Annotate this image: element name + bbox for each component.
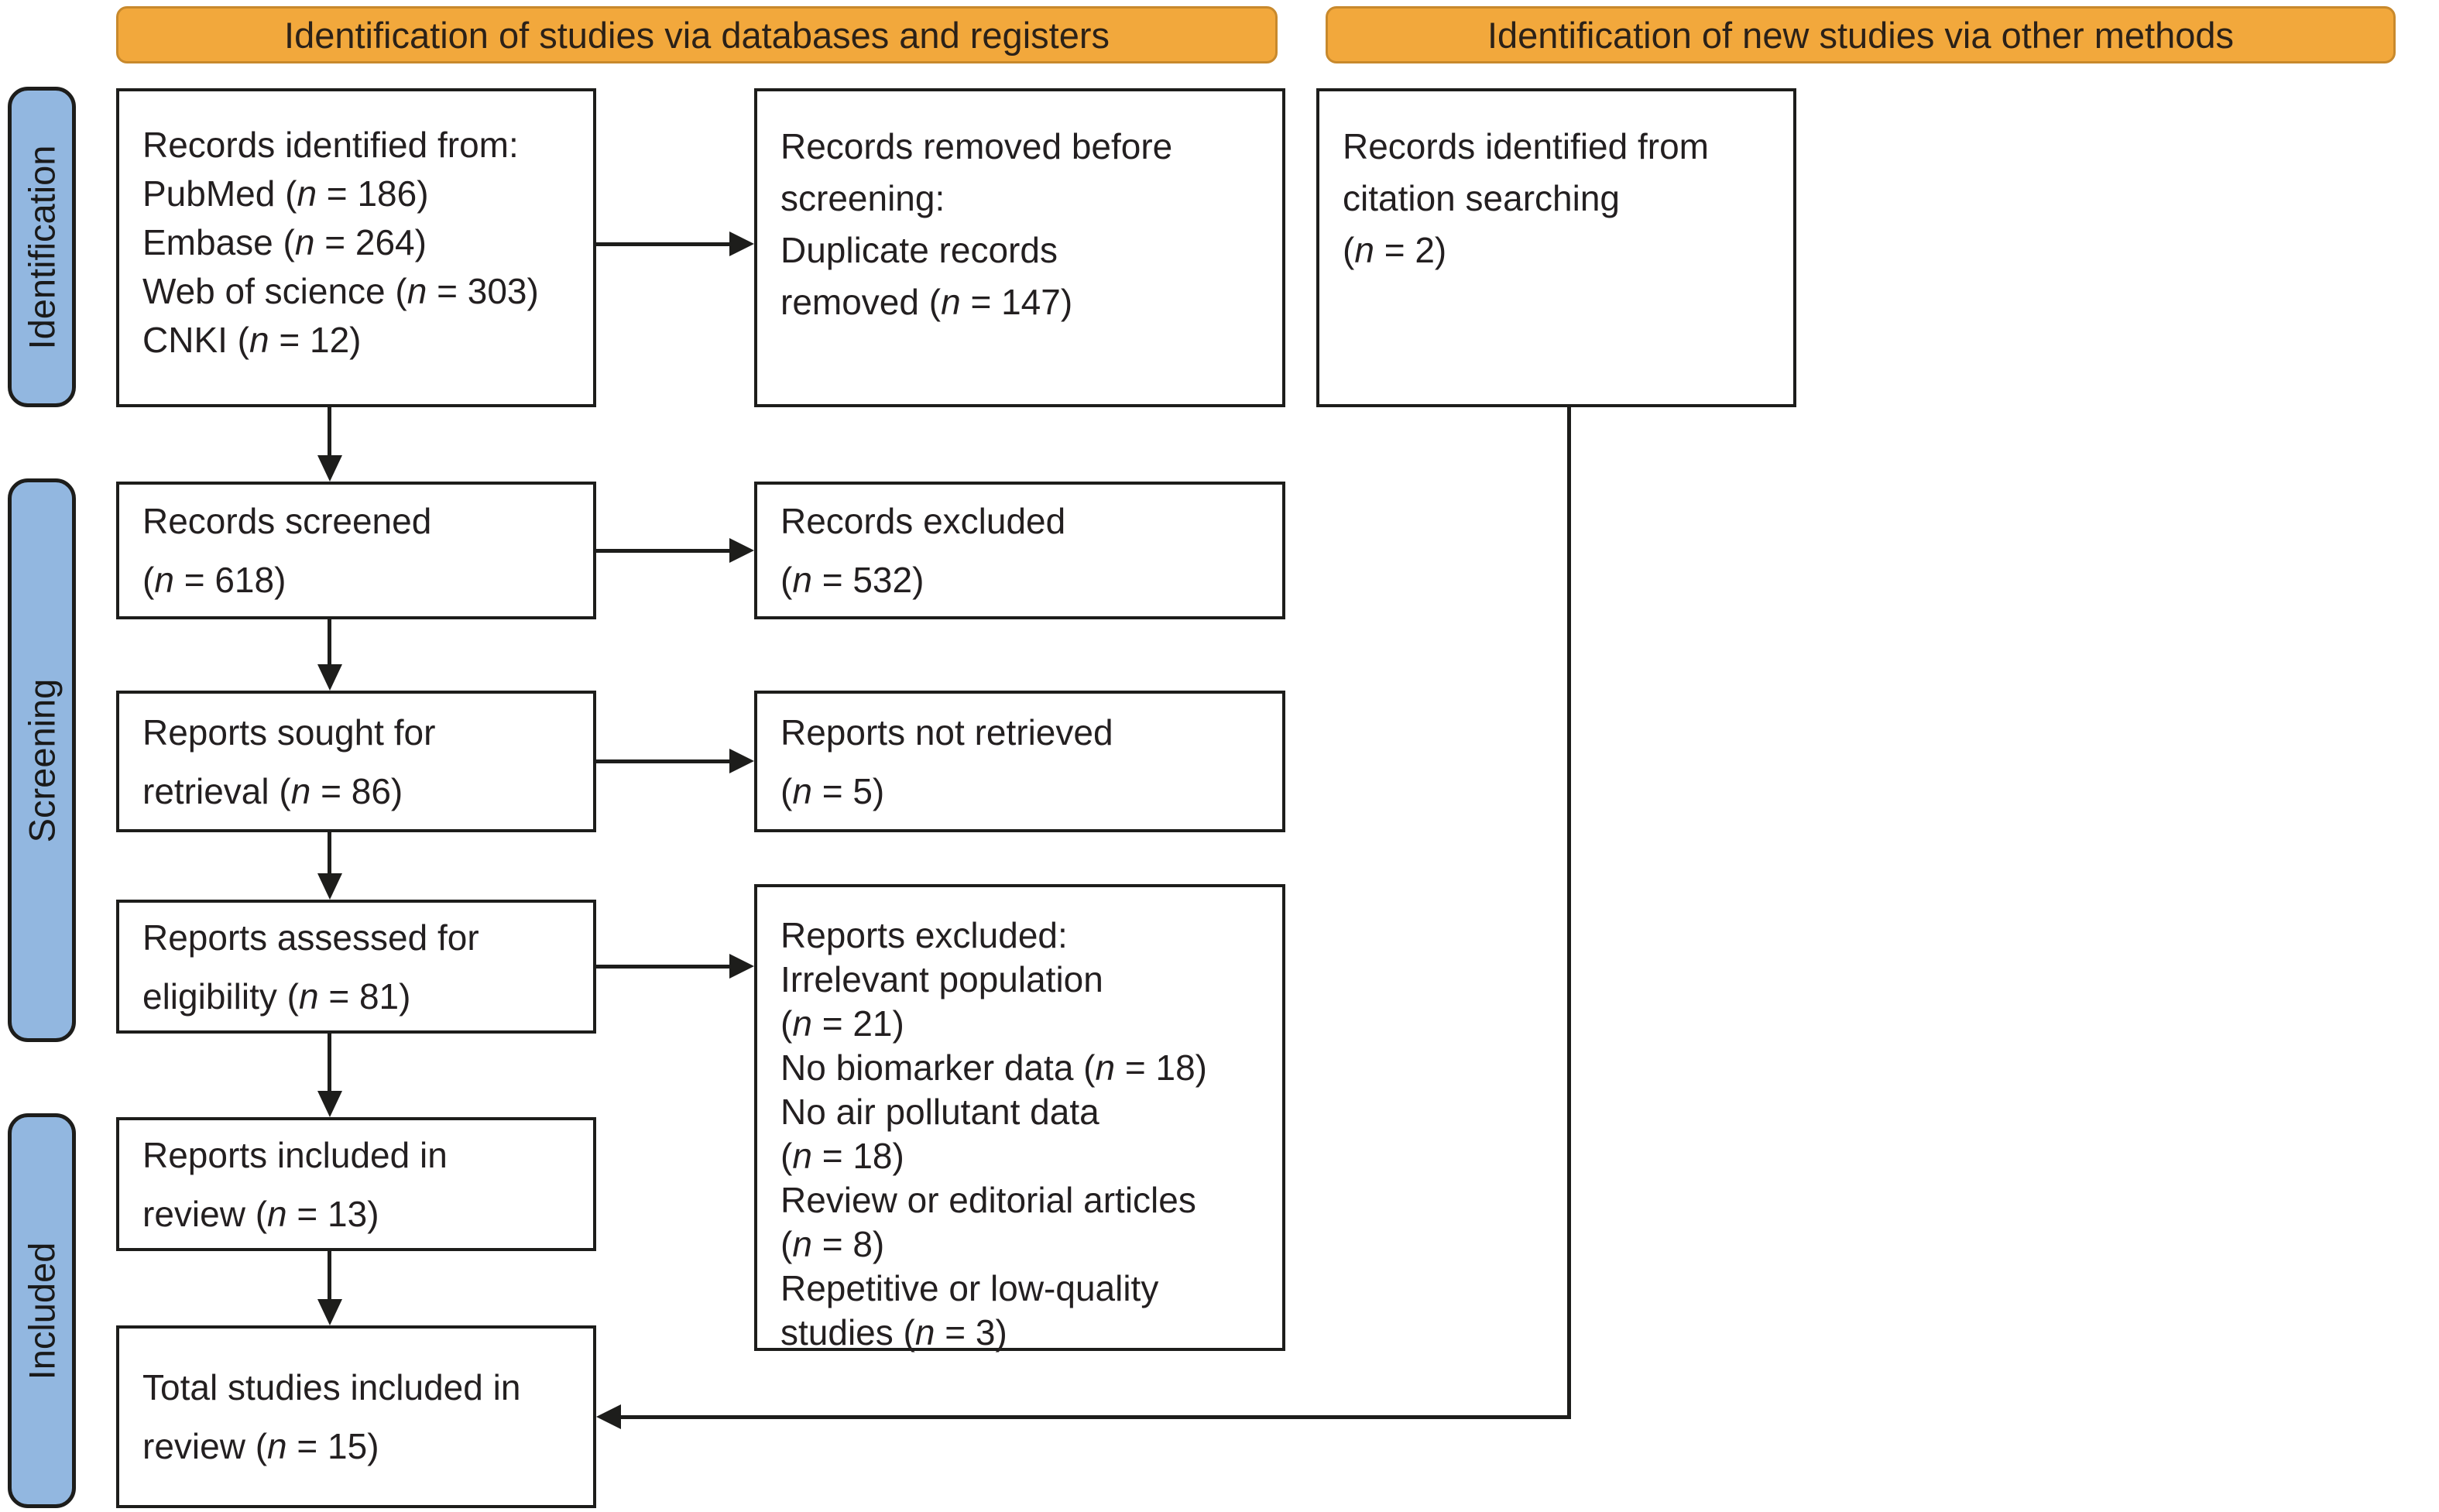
- box-reports-sought-text: Reports sought for retrieval (n = 86): [142, 711, 436, 811]
- box-reports-not-retrieved-text: Reports not retrieved (n = 5): [780, 711, 1113, 811]
- stage-label-included-text: Included: [21, 1242, 63, 1380]
- stage-label-screening-text: Screening: [21, 678, 63, 842]
- box-reports-assessed: Reports assessed for eligibility (n = 81…: [116, 900, 596, 1034]
- line-sought-to-assessed: [328, 832, 331, 876]
- header-databases-registers-label: Identification of studies via databases …: [284, 14, 1110, 56]
- box-records-screened-text: Records screened (n = 618): [142, 501, 432, 600]
- box-total-studies: Total studies included in review (n = 15…: [116, 1325, 596, 1508]
- stage-label-identification: Identification: [8, 87, 76, 407]
- box-records-removed-text: Records removed before screening: Duplic…: [780, 126, 1173, 322]
- header-other-methods-label: Identification of new studies via other …: [1487, 14, 2235, 56]
- box-records-screened: Records screened (n = 618): [116, 482, 596, 619]
- box-reports-sought: Reports sought for retrieval (n = 86): [116, 691, 596, 832]
- line-screened-to-excluded: [596, 549, 731, 553]
- line-citation-down: [1567, 407, 1571, 1419]
- stage-label-included: Included: [8, 1113, 76, 1508]
- box-reports-assessed-text: Reports assessed for eligibility (n = 81…: [142, 917, 479, 1017]
- arrowhead-screened-to-excluded: [729, 538, 754, 563]
- box-records-removed: Records removed before screening: Duplic…: [754, 88, 1285, 407]
- arrowhead-identified-to-screened: [317, 455, 342, 482]
- line-citation-across: [618, 1415, 1571, 1419]
- box-citation-searching-text: Records identified from citation searchi…: [1343, 126, 1709, 270]
- header-databases-registers: Identification of studies via databases …: [116, 6, 1278, 63]
- arrowhead-sought-to-notretrieved: [729, 749, 754, 773]
- stage-label-identification-text: Identification: [21, 145, 63, 349]
- arrowhead-screened-to-sought: [317, 664, 342, 691]
- line-sought-to-notretrieved: [596, 759, 731, 763]
- arrowhead-assessed-to-excluded: [729, 954, 754, 979]
- arrowhead-identified-to-removed: [729, 231, 754, 256]
- arrowhead-sought-to-assessed: [317, 873, 342, 900]
- arrowhead-citation-to-total: [596, 1404, 621, 1429]
- box-records-excluded: Records excluded (n = 532): [754, 482, 1285, 619]
- box-records-identified-text: Records identified from: PubMed (n = 186…: [142, 125, 539, 360]
- line-screened-to-sought: [328, 619, 331, 667]
- box-total-studies-text: Total studies included in review (n = 15…: [142, 1367, 521, 1466]
- line-assessed-to-excluded: [596, 965, 731, 969]
- arrowhead-assessed-to-included: [317, 1091, 342, 1117]
- box-reports-included: Reports included in review (n = 13): [116, 1117, 596, 1251]
- box-reports-excluded: Reports excluded: Irrelevant population …: [754, 884, 1285, 1353]
- box-records-excluded-text: Records excluded (n = 532): [780, 501, 1066, 600]
- line-identified-to-removed: [596, 242, 731, 246]
- line-included-to-total: [328, 1251, 331, 1302]
- arrowhead-included-to-total: [317, 1299, 342, 1325]
- header-other-methods: Identification of new studies via other …: [1326, 6, 2396, 63]
- box-records-identified: Records identified from: PubMed (n = 186…: [116, 88, 596, 407]
- line-identified-to-screened: [328, 407, 331, 458]
- stage-label-screening: Screening: [8, 478, 76, 1042]
- box-reports-not-retrieved: Reports not retrieved (n = 5): [754, 691, 1285, 832]
- line-assessed-to-included: [328, 1034, 331, 1094]
- box-reports-included-text: Reports included in review (n = 13): [142, 1134, 448, 1234]
- box-reports-excluded-text: Reports excluded: Irrelevant population …: [780, 915, 1208, 1353]
- box-citation-searching: Records identified from citation searchi…: [1316, 88, 1796, 407]
